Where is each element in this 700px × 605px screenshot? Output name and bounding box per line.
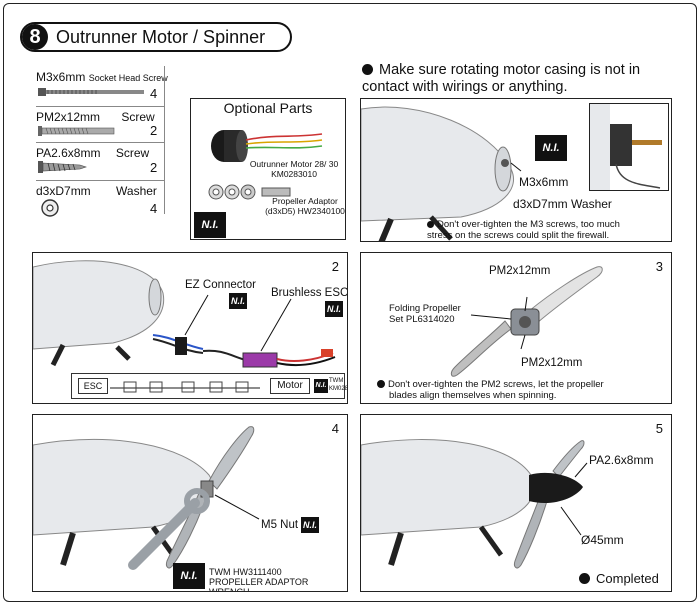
motor-code: TWM KM0283010 [329, 377, 348, 393]
panel-number: 4 [332, 421, 339, 436]
not-included-badge: N.I. [301, 517, 319, 533]
bullet-icon [377, 380, 385, 388]
bullet-icon [579, 573, 590, 584]
bullet-icon [362, 64, 373, 75]
pm-screw-top-label: PM2x12mm [489, 265, 550, 277]
caution-note: Don't over-tighten the PM2 screws, let t… [377, 379, 667, 401]
divider [36, 142, 164, 143]
socket-head-screw-icon [38, 87, 148, 97]
panel-3: 3 PM2x12mm PM2x12mm Folding Propeller Se… [360, 252, 672, 404]
motor-mount-detail-icon [590, 104, 668, 190]
not-included-badge: N.I. [173, 563, 205, 589]
divider [164, 66, 165, 214]
washer-icon [40, 198, 60, 218]
wrench-label: TWM HW3111400 PROPELLER ADAPTOR WRENCH [209, 567, 347, 592]
bullet-icon [427, 221, 434, 228]
optional-parts-title: Optional Parts [190, 100, 346, 116]
not-included-badge: N.I. [229, 293, 247, 309]
panel-number: 5 [656, 421, 663, 436]
hardware-item-4: d3xD7mm Washer [36, 184, 157, 198]
pa-screw-label: PA2.6x8mm [589, 453, 653, 467]
washer-label: d3xD7mm Washer [513, 197, 612, 211]
panel-5: 5 PA2.6x8mm Ø45mm Completed [360, 414, 672, 592]
step-title: Outrunner Motor / Spinner [56, 26, 265, 48]
not-included-badge: N.I. [194, 212, 226, 238]
esc-block: ESC [78, 378, 108, 394]
hardware-qty-4: 4 [150, 201, 157, 216]
panel-1: 1 N.I. M3x6mm d3xD7mm Washer Don't over-… [360, 98, 672, 242]
not-included-badge: N.I. [325, 301, 343, 317]
m3-screw-label: M3x6mm [519, 175, 568, 189]
divider [36, 106, 164, 107]
motor-block: Motor [270, 378, 310, 394]
hardware-item-2: PM2x12mm Screw [36, 110, 155, 124]
connector-icons [110, 376, 268, 398]
m5-nut-label: M5 Nut [261, 519, 298, 531]
detail-inset [589, 103, 669, 191]
caution-note: Don't over-tighten the M3 screws, too mu… [427, 219, 671, 241]
panel-4: 4 M5 Nut N.I. N.I. TWM HW3111400 PROPELL… [32, 414, 348, 592]
optional-motor-label: Outrunner Motor 28/ 30 KM0283010 [244, 159, 344, 179]
spinner-size-label: Ø45mm [581, 533, 624, 547]
panel-number: 3 [656, 259, 663, 274]
hardware-qty-3: 2 [150, 160, 157, 175]
not-included-badge: N.I. [535, 135, 567, 161]
propeller-set-label: Folding Propeller Set PL6314020 [389, 303, 461, 325]
divider [36, 180, 164, 181]
step-number: 8 [22, 24, 48, 50]
hardware-item-3: PA2.6x8mm Screw [36, 146, 149, 160]
completed-label: Completed [579, 571, 659, 586]
pm-screw-icon [38, 126, 118, 136]
wiring-diagram: ESC Motor N.I. TWM KM0283010 [71, 373, 345, 399]
not-included-badge: N.I. [314, 379, 328, 393]
panel-number: 2 [332, 259, 339, 274]
hardware-qty-1: 4 [150, 86, 157, 101]
pm-screw-bottom-label: PM2x12mm [521, 357, 582, 369]
hardware-item-1: M3x6mm Socket Head Screw [36, 70, 168, 84]
panel-2: 2 EZ Connector N.I. Brushless ESC N.I. E… [32, 252, 348, 404]
top-note: Make sure rotating motor casing is not i… [362, 62, 682, 96]
optional-adaptor-label: Propeller Adaptor (d3xD5) HW2340100 [262, 196, 348, 216]
hardware-list: M3x6mm Socket Head Screw 4 PM2x12mm Scre… [36, 70, 166, 220]
pa-screw-icon [38, 161, 88, 173]
ez-connector-label: EZ Connector [185, 279, 256, 291]
spinner-illustration [361, 415, 672, 592]
brushless-esc-label: Brushless ESC [271, 287, 348, 299]
hardware-qty-2: 2 [150, 123, 157, 138]
